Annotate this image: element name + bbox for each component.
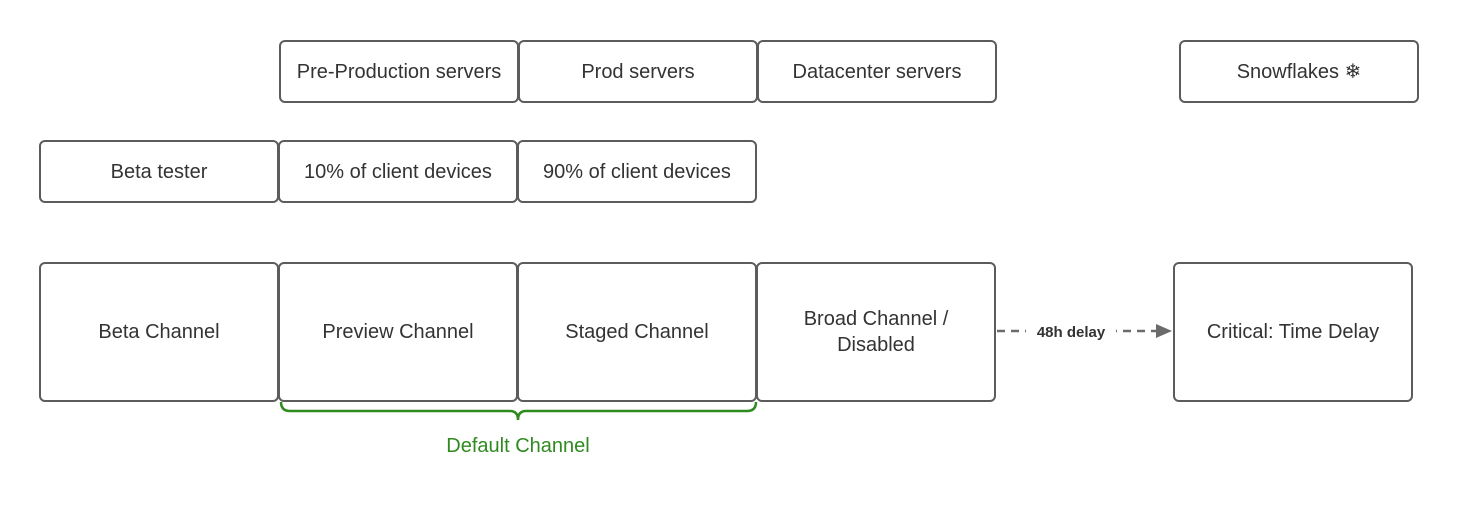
staged-channel-label: Staged Channel: [565, 321, 709, 343]
datacenter-servers-box: Datacenter servers: [757, 40, 997, 103]
broad-channel-label-line1: Broad Channel /: [803, 308, 949, 330]
snowflakes-label: Snowflakes ❄: [1236, 60, 1362, 83]
beta-tester-box: Beta tester: [39, 140, 279, 203]
default-channel-label: Default Channel: [446, 435, 590, 457]
critical-time-delay-box: Critical: Time Delay: [1173, 262, 1413, 402]
pre-production-servers-label: Pre-Production servers: [296, 60, 502, 83]
ten-percent-clients-label: 10% of client devices: [304, 160, 492, 183]
beta-tester-label: Beta tester: [110, 160, 208, 183]
preview-channel-box: Preview Channel: [278, 262, 518, 402]
beta-channel-label: Beta Channel: [98, 321, 220, 343]
staged-channel-box: Staged Channel: [517, 262, 757, 402]
pre-production-servers-box: Pre-Production servers: [279, 40, 519, 103]
ten-percent-clients-box: 10% of client devices: [278, 140, 518, 203]
broad-channel-label: Broad Channel / Disabled: [804, 306, 949, 358]
datacenter-servers-label: Datacenter servers: [792, 60, 962, 83]
snowflakes-box: Snowflakes ❄: [1179, 40, 1419, 103]
ninety-percent-clients-box: 90% of client devices: [517, 140, 757, 203]
preview-channel-label: Preview Channel: [322, 321, 474, 343]
prod-servers-box: Prod servers: [518, 40, 758, 103]
ninety-percent-clients-label: 90% of client devices: [543, 160, 731, 183]
prod-servers-label: Prod servers: [581, 60, 695, 83]
broad-channel-label-line2: Disabled: [837, 334, 915, 356]
delay-arrow-label: 48h delay: [1026, 322, 1116, 344]
delay-arrow-head: [1156, 324, 1172, 338]
default-channel-brace-path: [279, 401, 758, 421]
broad-channel-box: Broad Channel / Disabled: [756, 262, 996, 402]
beta-channel-box: Beta Channel: [39, 262, 279, 402]
critical-time-delay-label: Critical: Time Delay: [1206, 321, 1380, 343]
